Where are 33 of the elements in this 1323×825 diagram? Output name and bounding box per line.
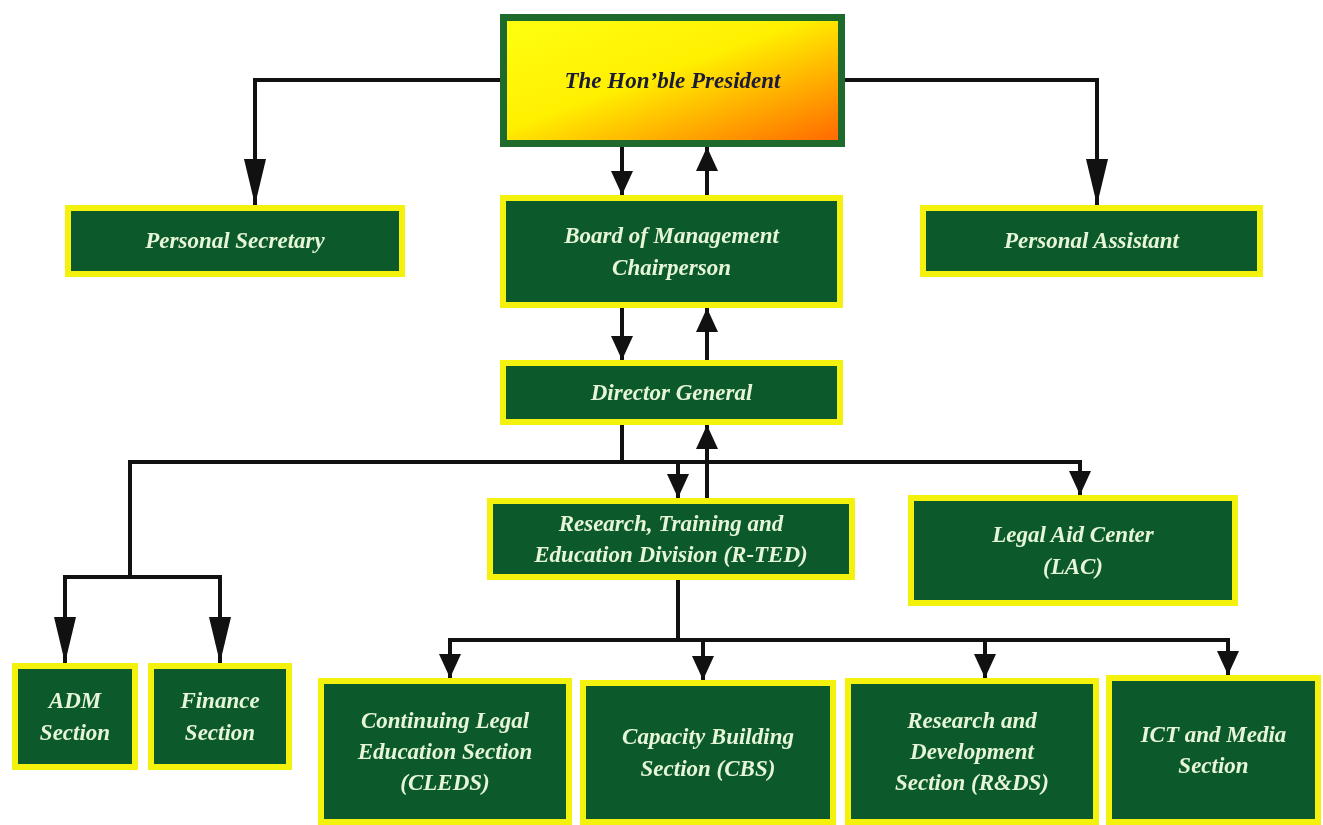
- box-label: ICT and Media Section: [1139, 720, 1288, 780]
- box-label: The Hon’ble President: [564, 66, 781, 95]
- title-box: [500, 14, 845, 147]
- arrow: [611, 308, 633, 360]
- org-box: [148, 663, 292, 770]
- arrow: [696, 308, 718, 360]
- box-label: Research and Development Section (R&DS): [894, 706, 1050, 797]
- box-label: Director General: [590, 378, 753, 407]
- box-label: Board of Management Chairperson: [563, 222, 781, 282]
- arrow: [696, 147, 718, 195]
- box-label: Personal Secretary: [145, 227, 325, 256]
- box-label: Personal Assistant: [1004, 227, 1179, 256]
- box-label: Continuing Legal Education Section (CLEDS): [356, 706, 534, 797]
- arrow: [845, 78, 1108, 205]
- org-box: [845, 678, 1099, 825]
- arrow: [244, 78, 500, 205]
- box-label: Legal Aid Center (LAC): [991, 521, 1155, 581]
- org-box: [318, 678, 572, 825]
- org-box: [12, 663, 138, 770]
- arrow: [611, 147, 633, 195]
- box-label: Finance Section: [179, 687, 261, 747]
- org-box: [920, 205, 1263, 277]
- org-box: [487, 498, 855, 580]
- box-label: ADM Section: [38, 687, 112, 747]
- org-box: [500, 195, 843, 308]
- org-box: [580, 680, 836, 825]
- arrow: [696, 425, 718, 498]
- box-label: Capacity Building Section (CBS): [621, 723, 795, 783]
- org-box: [1106, 675, 1321, 825]
- org-box: [65, 205, 405, 277]
- box-label: Research, Training and Education Division (R-TED): [533, 509, 809, 569]
- org-box: [908, 495, 1238, 606]
- org-box: [500, 360, 843, 425]
